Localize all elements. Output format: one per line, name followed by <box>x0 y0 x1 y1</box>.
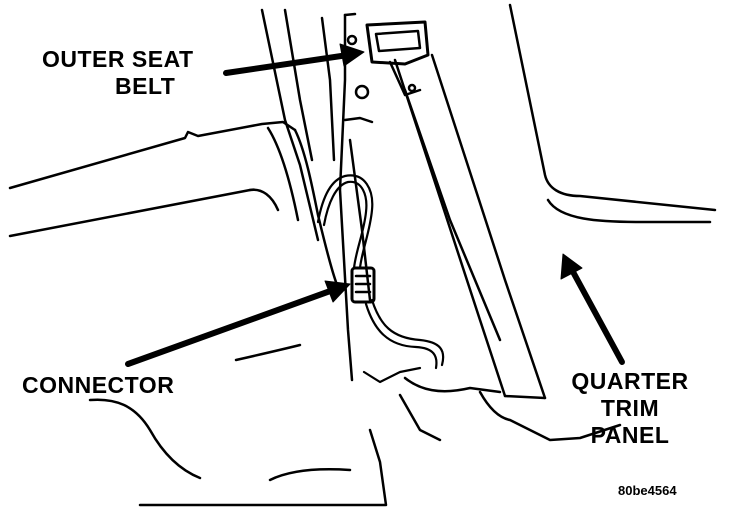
quarter-trim-panel-label: QUARTER TRIM PANEL <box>560 368 700 449</box>
wiring-harness <box>316 174 445 384</box>
quarter-trim-line2: TRIM <box>600 395 660 421</box>
seat-belt-webbing <box>393 53 547 400</box>
figure-code: 80be4564 <box>618 483 677 498</box>
outer-seat-belt-line2: BELT <box>115 73 176 99</box>
arrow-connector <box>125 287 336 367</box>
quarter-trim-line3: PANEL <box>590 422 670 448</box>
seat-back <box>8 120 388 507</box>
leader-arrows <box>125 43 625 367</box>
arrow-outer-seat-belt <box>223 52 351 76</box>
outer-seat-belt-line1: OUTER SEAT <box>42 46 194 72</box>
connector-label: CONNECTOR <box>22 372 175 398</box>
connector-part <box>350 266 376 304</box>
outer-seat-belt-label: OUTER SEAT BELT <box>42 46 194 100</box>
quarter-trim-panel <box>398 3 717 442</box>
arrow-quarter-trim <box>569 267 625 365</box>
quarter-trim-line1: QUARTER <box>571 368 689 394</box>
belt-anchor <box>346 20 430 100</box>
